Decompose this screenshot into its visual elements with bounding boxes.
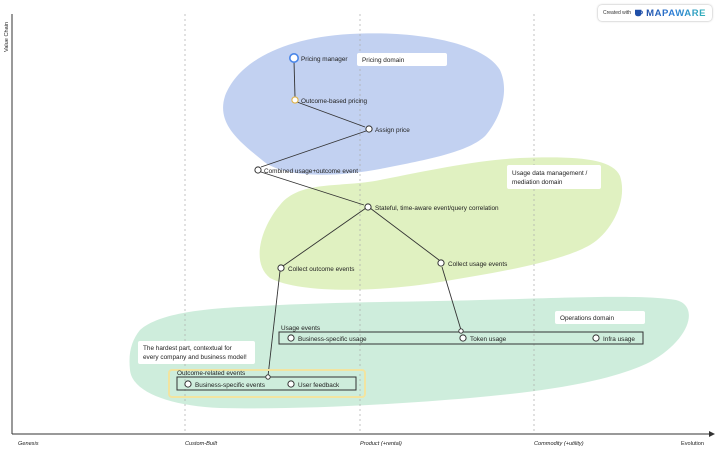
component-infra-usage[interactable]: Infra usage: [592, 334, 636, 343]
created-with-badge[interactable]: Created with MAPAWARE: [598, 5, 712, 21]
operations-domain-area: [129, 296, 689, 409]
usage-domain-area: [259, 157, 623, 290]
svg-text:Token usage: Token usage: [470, 336, 507, 343]
svg-text:Outcome-based pricing: Outcome-based pricing: [301, 98, 368, 105]
mapaware-logo: MAPAWARE: [646, 7, 707, 19]
x-label-genesis: Genesis: [18, 441, 39, 447]
hardest-part-note: The hardest part, contextual for every c…: [138, 341, 255, 364]
svg-text:Collect outcome events: Collect outcome events: [288, 266, 354, 273]
x-label-commodity: Commodity (+utility): [534, 441, 584, 447]
svg-text:Combined usage+outcome event: Combined usage+outcome event: [264, 168, 358, 175]
svg-text:Collect usage events: Collect usage events: [448, 261, 507, 268]
component-business-specific-usage[interactable]: Business-specific usage: [287, 334, 367, 343]
links: [260, 60, 462, 377]
created-with-label: Created with: [603, 10, 632, 16]
svg-text:Outcome-related events: Outcome-related events: [177, 370, 245, 377]
svg-text:Operations domain: Operations domain: [560, 315, 614, 322]
svg-text:mediation domain: mediation domain: [512, 179, 563, 186]
component-pricing-manager[interactable]: Pricing manager: [288, 52, 349, 63]
x-label-product: Product (+rental): [360, 441, 402, 447]
component-stateful-correlation[interactable]: Stateful, time-aware event/query correla…: [364, 203, 499, 212]
svg-text:Infra usage: Infra usage: [603, 336, 635, 343]
component-collect-usage-events[interactable]: Collect usage events: [437, 259, 507, 268]
svg-text:The hardest part, contextual f: The hardest part, contextual for: [143, 345, 233, 352]
component-user-feedback[interactable]: User feedback: [287, 380, 340, 389]
svg-text:Pricing domain: Pricing domain: [362, 57, 405, 64]
pricing-domain-label: Pricing domain: [357, 53, 447, 66]
svg-text:Assign price: Assign price: [375, 127, 410, 134]
svg-text:every company and business mod: every company and business model!: [143, 354, 247, 361]
component-assign-price[interactable]: Assign price: [365, 125, 410, 134]
svg-text:User feedback: User feedback: [298, 382, 340, 389]
component-combined-event[interactable]: Combined usage+outcome event: [254, 166, 358, 175]
svg-text:Usage events: Usage events: [281, 325, 320, 332]
pricing-domain-area: [223, 33, 505, 175]
x-label-custom-built: Custom-Built: [185, 441, 217, 447]
svg-text:Business-specific events: Business-specific events: [195, 382, 265, 389]
operations-domain-label: Operations domain: [555, 311, 645, 324]
component-token-usage[interactable]: Token usage: [459, 334, 507, 343]
usage-domain-label: Usage data management / mediation domain: [507, 165, 601, 189]
svg-text:Usage data management /: Usage data management /: [512, 170, 588, 177]
svg-text:Pricing manager: Pricing manager: [301, 56, 348, 63]
component-outcome-based-pricing[interactable]: Outcome-based pricing: [291, 96, 368, 105]
coffee-cup-icon: [635, 9, 643, 17]
x-label-evolution: Evolution: [681, 441, 704, 447]
svg-text:Stateful, time-aware event/que: Stateful, time-aware event/query correla…: [375, 205, 499, 212]
svg-text:Business-specific usage: Business-specific usage: [298, 336, 367, 343]
y-axis-label: Value Chain: [4, 22, 10, 52]
component-business-specific-events[interactable]: Business-specific events: [184, 380, 265, 389]
component-collect-outcome-events[interactable]: Collect outcome events: [277, 264, 355, 273]
